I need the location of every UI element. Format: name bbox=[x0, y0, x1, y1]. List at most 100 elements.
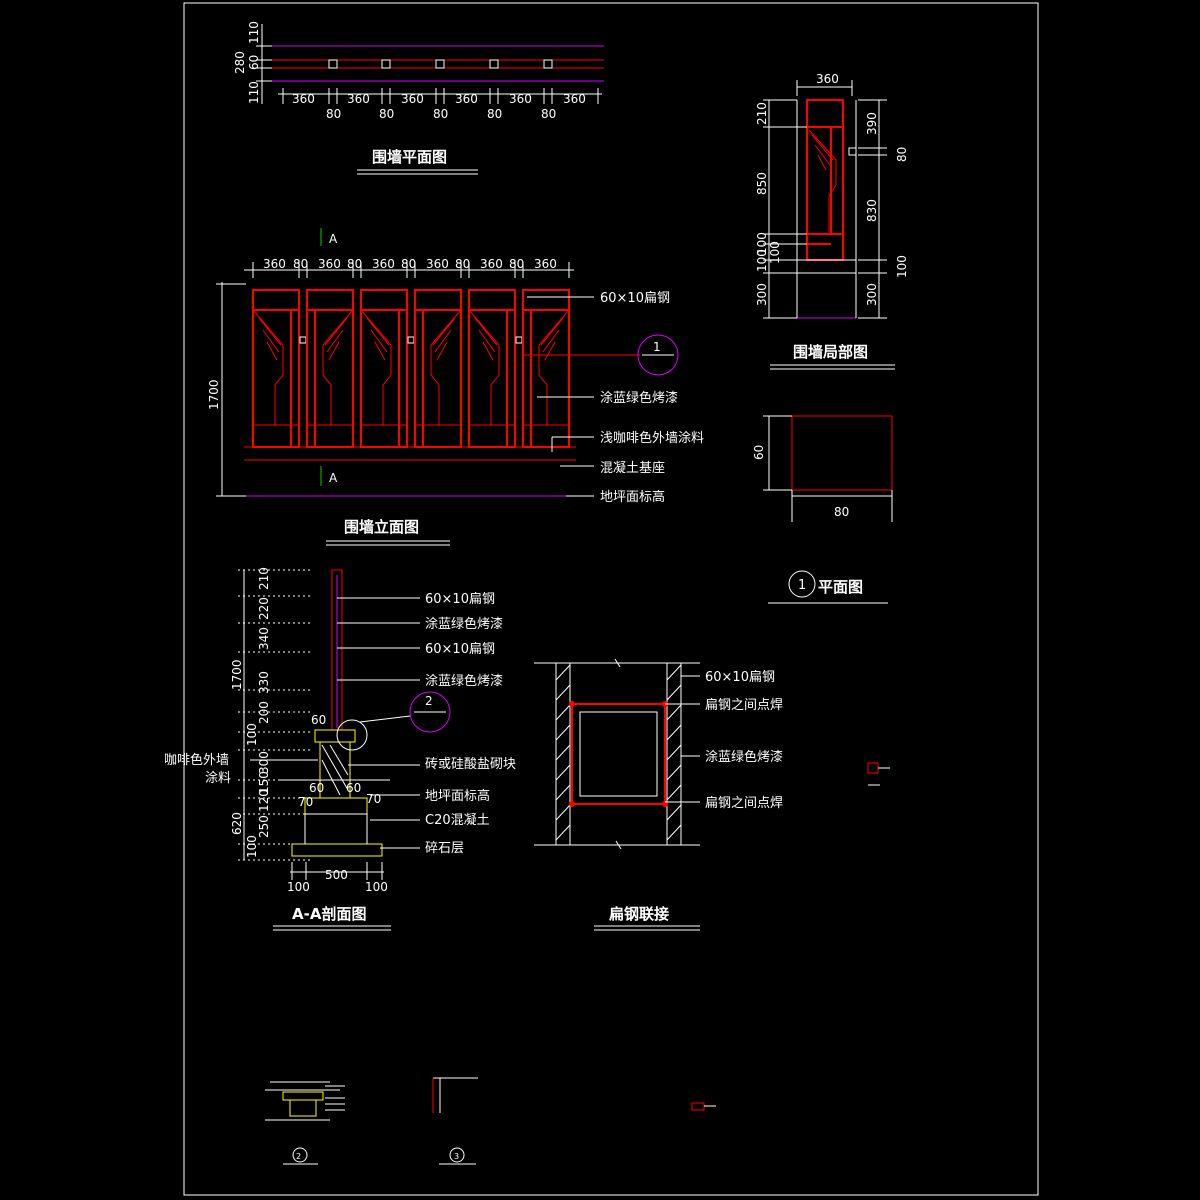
dim-label: 360 bbox=[401, 92, 424, 106]
dim-label: 340 bbox=[257, 627, 271, 650]
dim-label: 300 bbox=[865, 283, 879, 306]
dim-label: 280 bbox=[233, 51, 247, 74]
dim-label: 360 bbox=[509, 92, 532, 106]
section-left-label: 咖啡色外墙 bbox=[164, 752, 229, 768]
dim-label: 80 bbox=[509, 257, 524, 271]
section-label: 碎石层 bbox=[425, 841, 464, 856]
dim-label: 80 bbox=[487, 107, 502, 121]
section-label: 砖或硅酸盐砌块 bbox=[425, 757, 516, 772]
detail-2-number: 2 bbox=[296, 1152, 301, 1161]
section-label: 地坪面标高 bbox=[425, 788, 490, 804]
dim-label: 110 bbox=[247, 21, 261, 44]
dim-label: 360 bbox=[292, 92, 315, 106]
dim-label: 250 bbox=[257, 815, 271, 838]
dim-label: 500 bbox=[325, 868, 348, 882]
connection-label: 扁钢之间点焊 bbox=[705, 697, 783, 713]
dim-label: 70 bbox=[366, 792, 381, 806]
dim-label: 60 bbox=[247, 55, 261, 70]
dim-label: 80 bbox=[379, 107, 394, 121]
dim-label: 210 bbox=[755, 102, 769, 125]
elevation-leaders bbox=[522, 296, 679, 497]
dim-label: 100 bbox=[245, 835, 259, 858]
callout-2-number: 2 bbox=[425, 694, 433, 708]
elevation-height: 1700 bbox=[207, 379, 221, 410]
dim-label: 80 bbox=[401, 257, 416, 271]
dim-label: 100 bbox=[895, 255, 909, 278]
partial-title: 围墙局部图 bbox=[793, 343, 868, 361]
dim-label: 120 bbox=[257, 789, 271, 812]
dim-label: 360 bbox=[816, 72, 839, 86]
callout-1-number: 1 bbox=[653, 340, 661, 354]
dim-label: 1700 bbox=[230, 659, 244, 690]
dim-label: 210 bbox=[257, 567, 271, 590]
dim-label: 390 bbox=[865, 112, 879, 135]
dim-label: 100 bbox=[365, 880, 388, 894]
plan-dims-left: 110 280 60 110 bbox=[233, 21, 261, 104]
fence-panel bbox=[468, 289, 516, 448]
dim-label: 60 bbox=[752, 445, 766, 460]
dim-label: 360 bbox=[347, 92, 370, 106]
dim-label: 100 bbox=[755, 249, 769, 272]
dim-label: 60 bbox=[346, 781, 361, 795]
plan-title: 围墙平面图 bbox=[372, 148, 447, 166]
elevation-title: 围墙立面图 bbox=[344, 518, 419, 536]
plan-detail-1 bbox=[763, 415, 893, 604]
dim-label: 620 bbox=[230, 812, 244, 835]
dim-label: 100 bbox=[768, 241, 782, 264]
dim-label: 60 bbox=[309, 781, 324, 795]
detail-num: 1 bbox=[798, 578, 806, 593]
dim-label: 150 bbox=[257, 771, 271, 794]
elev-label: 浅咖啡色外墙涂料 bbox=[600, 430, 704, 446]
section-label: 涂蓝绿色烤漆 bbox=[425, 673, 503, 689]
section-mark-a: A bbox=[329, 471, 338, 485]
section-label: 60×10扁钢 bbox=[425, 642, 495, 657]
dim-label: 360 bbox=[263, 257, 286, 271]
section-dims: 210 220 340 330 200 100 300 150 120 250 … bbox=[230, 567, 388, 894]
small-detail-3 bbox=[432, 1077, 478, 1165]
section-mark-a: A bbox=[329, 232, 338, 246]
dim-label: 80 bbox=[293, 257, 308, 271]
dim-label: 360 bbox=[534, 257, 557, 271]
connection-label: 扁钢之间点焊 bbox=[705, 795, 783, 811]
fence-partial-view bbox=[763, 80, 887, 319]
dim-label: 80 bbox=[895, 147, 909, 162]
flat-steel-connection bbox=[534, 658, 700, 850]
dim-label: 80 bbox=[347, 257, 362, 271]
section-label: 涂蓝绿色烤漆 bbox=[425, 616, 503, 632]
elev-label: 混凝土基座 bbox=[600, 460, 665, 476]
dim-label: 80 bbox=[433, 107, 448, 121]
elev-label: 地坪面标高 bbox=[600, 489, 665, 505]
fence-panel bbox=[252, 289, 300, 448]
dim-label: 80 bbox=[455, 257, 470, 271]
dim-label: 110 bbox=[247, 81, 261, 104]
fence-panel bbox=[414, 289, 462, 448]
section-label: 60×10扁钢 bbox=[425, 592, 495, 607]
small-mark-bottom bbox=[691, 1102, 716, 1111]
dim-label: 80 bbox=[834, 505, 849, 519]
fence-panel bbox=[360, 289, 408, 448]
elev-label: 涂蓝绿色烤漆 bbox=[600, 390, 678, 406]
dim-label: 200 bbox=[257, 701, 271, 724]
dim-label: 100 bbox=[245, 723, 259, 746]
connection-label: 涂蓝绿色烤漆 bbox=[705, 749, 783, 765]
dim-label: 300 bbox=[257, 751, 271, 774]
dim-label: 80 bbox=[326, 107, 341, 121]
section-title: A-A剖面图 bbox=[292, 905, 366, 923]
fence-panel bbox=[522, 289, 570, 448]
dim-label: 80 bbox=[541, 107, 556, 121]
elevation-dims-top: 360 80 360 80 360 80 360 80 360 80 360 bbox=[263, 257, 557, 271]
dim-label: 360 bbox=[455, 92, 478, 106]
section-label: C20混凝土 bbox=[425, 812, 490, 828]
dim-label: 60 bbox=[311, 713, 326, 727]
dim-label: 70 bbox=[298, 795, 313, 809]
dim-label: 360 bbox=[372, 257, 395, 271]
dim-label: 360 bbox=[426, 257, 449, 271]
plan-detail-title: 平面图 bbox=[818, 578, 863, 596]
dim-label: 830 bbox=[865, 199, 879, 222]
dim-label: 360 bbox=[480, 257, 503, 271]
dim-label: 850 bbox=[755, 172, 769, 195]
fence-elevation bbox=[216, 228, 576, 497]
section-aa bbox=[238, 569, 451, 880]
dim-label: 100 bbox=[287, 880, 310, 894]
